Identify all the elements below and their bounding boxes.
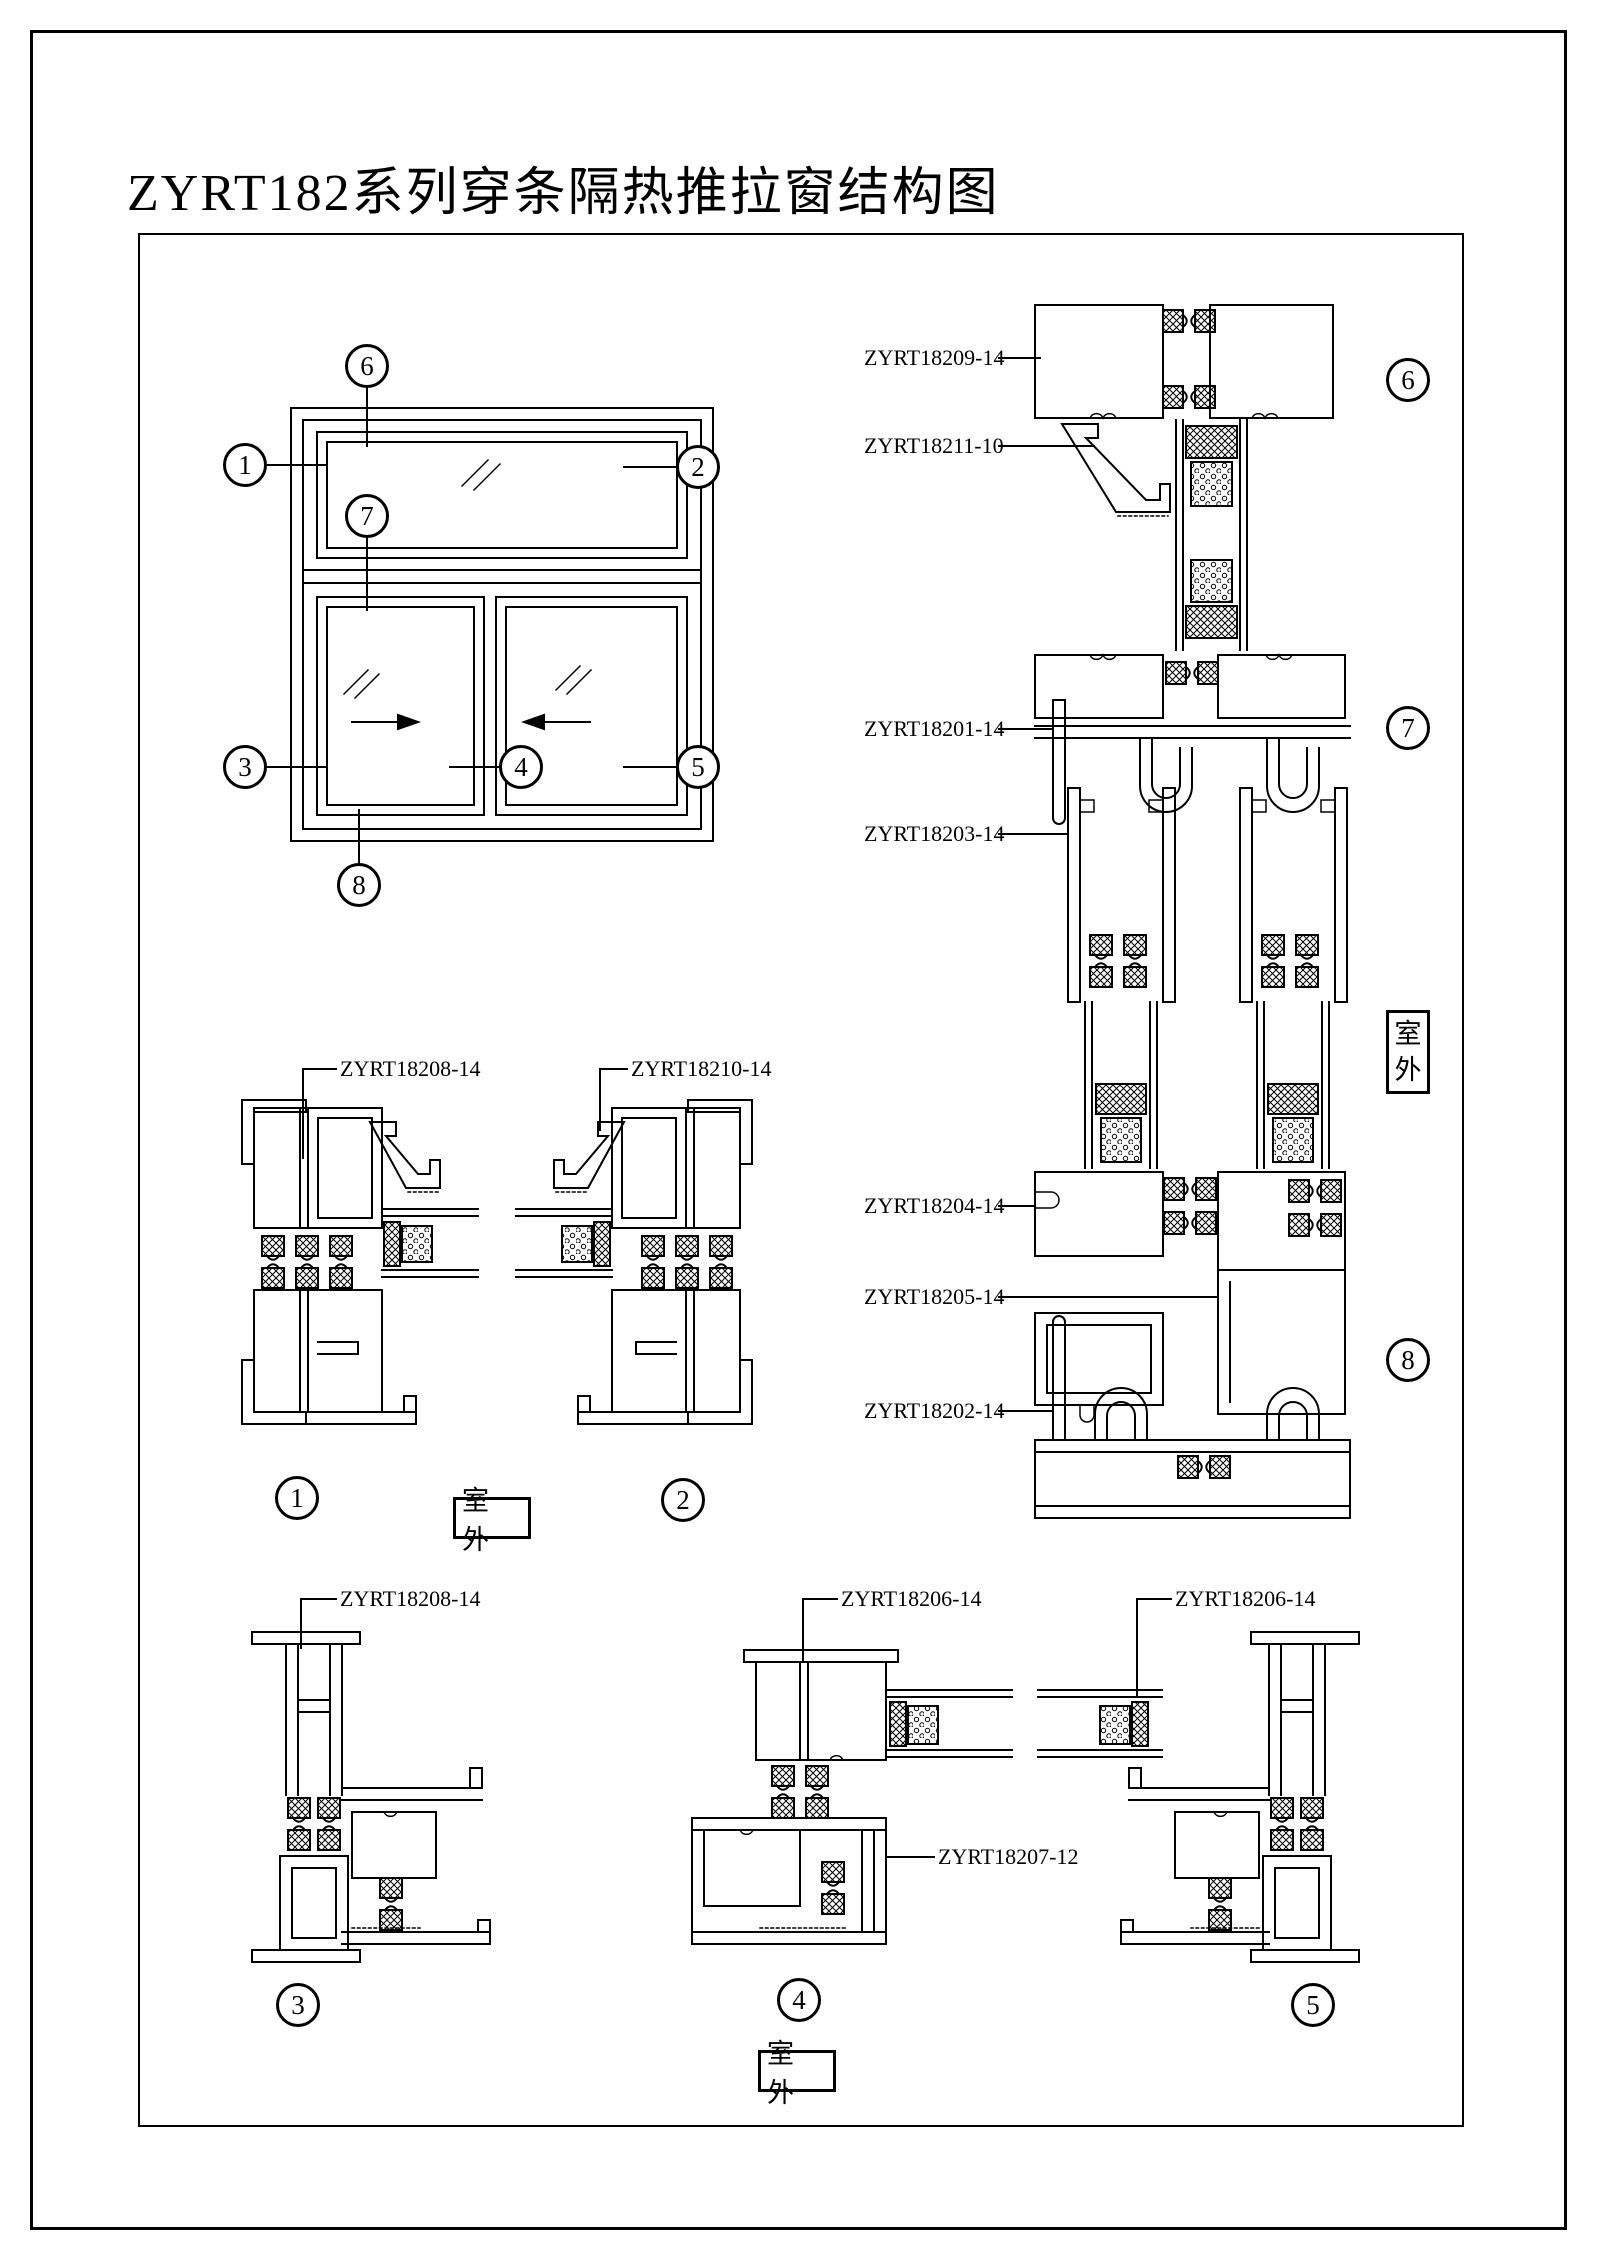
callout-7-section: 7 (1386, 706, 1430, 750)
glass-mark (460, 458, 502, 492)
label-leader-lines (300, 357, 1219, 1858)
section-1-detail (241, 1099, 479, 1425)
part-label-zyrt18209: ZYRT18209-14 (864, 345, 1005, 370)
elevation-callout-leaders (266, 387, 677, 864)
outdoor-label-mid: 室 外 (453, 1486, 531, 1555)
part-label-section1: ZYRT18208-14 (340, 1056, 481, 1081)
glass-mark (554, 664, 593, 696)
outdoor-label-text: 室 外 (462, 1486, 497, 1555)
elevation-view (266, 387, 714, 864)
section-8-detail (1034, 1171, 1351, 1519)
outdoor-label-right: 室 外 (1386, 1010, 1430, 1094)
outdoor-label-text: 室 外 (767, 2039, 802, 2108)
part-label-zyrt18204: ZYRT18204-14 (864, 1193, 1005, 1218)
sheet-border (30, 30, 1567, 2230)
callout-2-elevation: 2 (676, 445, 720, 489)
callout-3-section: 3 (276, 1983, 320, 2027)
drawing-title: ZYRT182系列穿条隔热推拉窗结构图 (127, 165, 1000, 222)
section-3-detail (251, 1631, 491, 1963)
section-2-detail (516, 1100, 752, 1424)
callout-8-elevation: 8 (337, 863, 381, 907)
part-label-section2: ZYRT18210-14 (631, 1056, 772, 1081)
part-label-zyrt18201: ZYRT18201-14 (864, 716, 1005, 741)
part-label-zyrt18203: ZYRT18203-14 (864, 821, 1005, 846)
section-4-detail (691, 1649, 1163, 1945)
part-label-section4: ZYRT18206-14 (841, 1586, 982, 1611)
part-label-section5: ZYRT18206-14 (1175, 1586, 1316, 1611)
content-frame (138, 233, 1464, 2127)
glazing-bead (1060, 423, 1171, 513)
part-label-zyrt18202: ZYRT18202-14 (864, 1398, 1005, 1423)
section-6-detail (1034, 304, 1334, 651)
callout-4-elevation: 4 (499, 745, 543, 789)
callout-7-elevation: 7 (345, 494, 389, 538)
part-label-zyrt18211: ZYRT18211-10 (864, 433, 1004, 458)
outdoor-label-char: 室 (1394, 1019, 1422, 1049)
callout-1-section: 1 (275, 1476, 319, 1520)
outdoor-label-char: 外 (1394, 1055, 1422, 1085)
part-label-zyrt18207: ZYRT18207-12 (938, 1844, 1079, 1869)
callout-8-section: 8 (1386, 1338, 1430, 1382)
part-label-section3: ZYRT18208-14 (340, 1586, 481, 1611)
callout-2-section: 2 (661, 1478, 705, 1522)
callout-5-section: 5 (1291, 1983, 1335, 2027)
callout-1-elevation: 1 (223, 443, 267, 487)
glass-mark (342, 668, 381, 700)
callout-4-section: 4 (777, 1978, 821, 2022)
glazing-bead (368, 1121, 441, 1189)
callout-6-elevation: 6 (345, 344, 389, 388)
part-label-zyrt18205: ZYRT18205-14 (864, 1284, 1005, 1309)
outdoor-label-bottom: 室 外 (758, 2039, 836, 2108)
callout-5-elevation: 5 (676, 745, 720, 789)
callout-6-section: 6 (1386, 358, 1430, 402)
section-7-detail (1034, 652, 1351, 1169)
section-5-detail (1121, 1632, 1359, 1962)
slide-direction-arrows (351, 713, 591, 731)
callout-3-elevation: 3 (223, 745, 267, 789)
